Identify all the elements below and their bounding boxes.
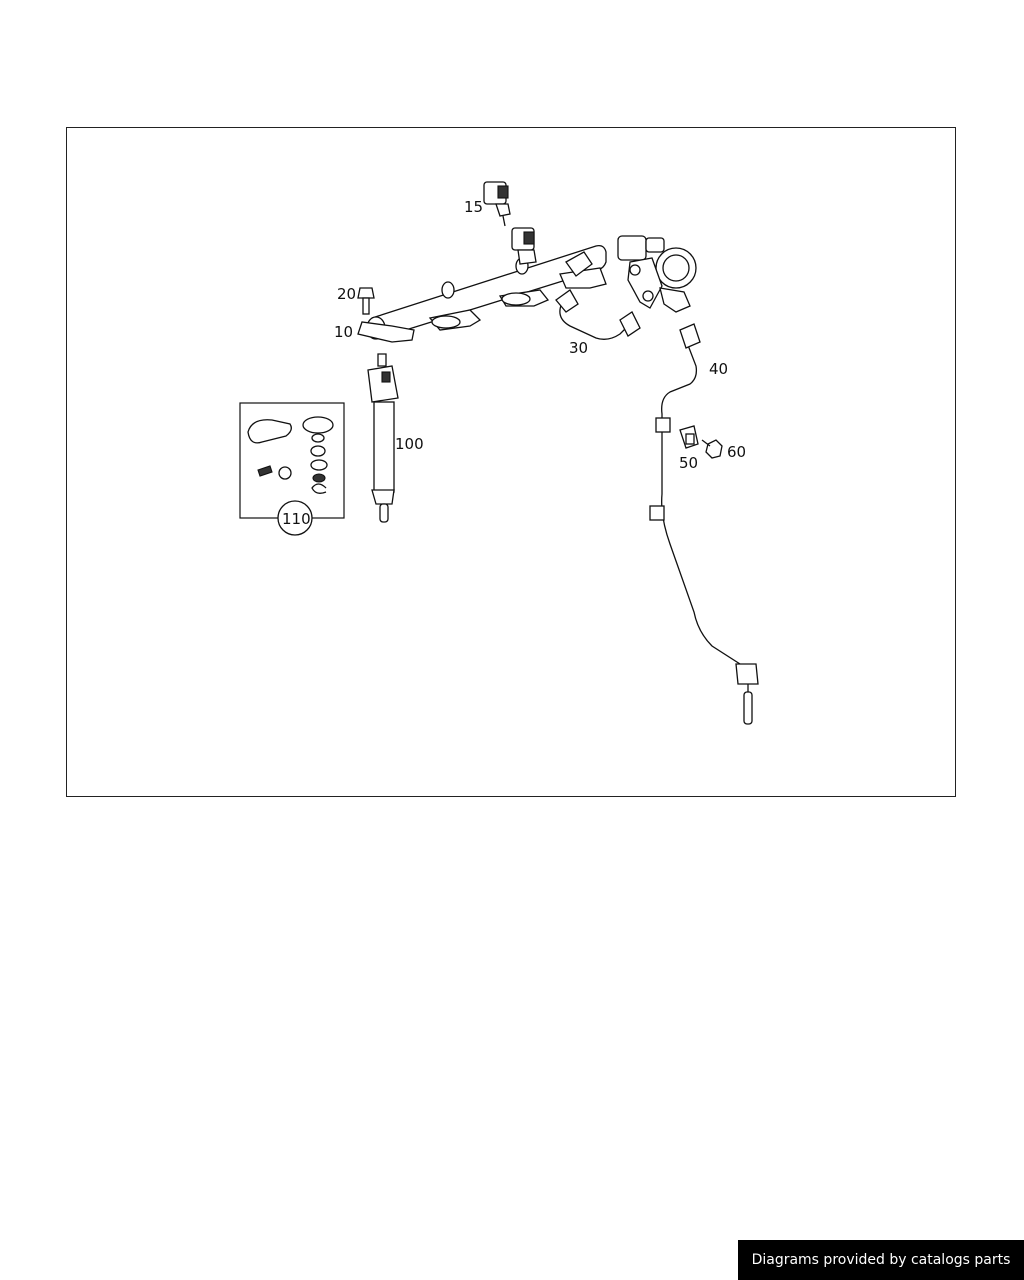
callout-100: 100: [395, 435, 424, 453]
clamp[interactable]: [679, 425, 699, 449]
seal-kit[interactable]: [239, 402, 345, 536]
callout-40: 40: [709, 360, 728, 378]
callout-10: 10: [334, 323, 353, 341]
credit-banner: Diagrams provided by catalogs parts: [738, 1240, 1024, 1280]
diagram-frame: [66, 127, 956, 797]
callout-20: 20: [337, 285, 356, 303]
bolt[interactable]: [357, 287, 375, 315]
high-pressure-pump[interactable]: [617, 235, 697, 313]
pressure-sensor[interactable]: [483, 181, 537, 265]
callout-110: 110: [282, 510, 311, 528]
fuel-rail[interactable]: [357, 244, 607, 343]
fuel-line-short[interactable]: [555, 289, 641, 340]
injector[interactable]: [367, 353, 399, 523]
fuel-line-long[interactable]: [649, 323, 759, 725]
credit-text: Diagrams provided by catalogs parts: [751, 1252, 1011, 1268]
callout-60: 60: [727, 443, 746, 461]
callout-15: 15: [464, 198, 483, 216]
callout-30: 30: [569, 339, 588, 357]
callout-50: 50: [679, 454, 698, 472]
nut[interactable]: [701, 439, 723, 459]
